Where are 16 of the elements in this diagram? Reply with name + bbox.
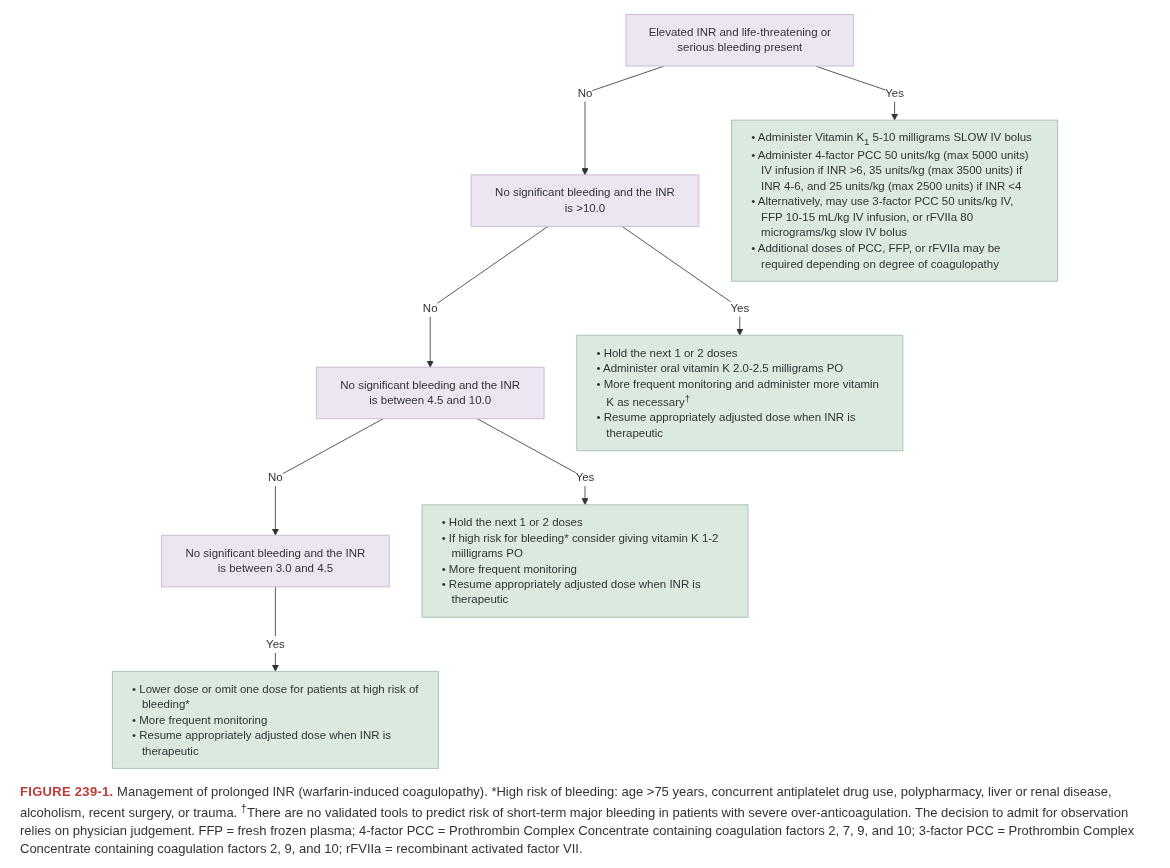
edge-label: Yes xyxy=(266,637,285,651)
edge-label: No xyxy=(422,301,438,315)
node-box: No significant bleeding and the INR is >10.0 xyxy=(470,174,700,227)
node-box: • Lower dose or omit one dose for patients at high risk of bleeding* • More frequent monitoring • Resume appropriately adjusted dose when INR is therapeutic xyxy=(111,670,439,769)
node-box: Elevated INR and life-threatening or serious bleeding present xyxy=(625,14,855,67)
node-box: • Hold the next 1 or 2 doses • Administer oral vitamin K 2.0-2.5 milligrams PO • More frequent monitoring and administer more vitamin K as necessary$^{†}$ • Resume appropriately adjusted dose when INR is therapeutic xyxy=(576,334,904,452)
edge-label: No xyxy=(577,86,593,100)
edge-label: Yes xyxy=(730,301,750,315)
caption: FIGURE 239-1. Management of prolonged INR (warfarin-induced coagulopathy). *High risk of bleeding: age >75 years, concurrent antiplatelet drug use, polypharmacy, liver or renal disease, alcoholism, recent surgery, or trauma. $^{†}$There are no validated tools to predict risk of short-term major bleeding in patients with severe over-anticoagulation. The decision to admit for observation relies on physician judgement. FFP = fresh frozen plasma; 4-factor PCC = Prothrombin Complex Concentrate containing coagulation factors 2, 7, 9, and 10; 3-factor PCC = Prothrombin Complex Concentrate containing coagulation factors 2, 9, and 10; rFVIIa = recombinant activated factor VII. xyxy=(20,782,1136,858)
node-box: • Administer Vitamin K$_{1}$ 5-10 milligrams SLOW IV bolus • Administer 4-factor PCC 50 units/kg (max 5000 units) IV infusion if INR >6, 35 units/kg (max 3500 units) if INR 4-6, and 25 units/kg (max 2500 units) if INR <4 • Alternatively, may use 3-factor PCC 50 units/kg IV, FFP 10-15 mL/kg IV infusion, or rFVIIa 80 micrograms/kg slow IV bolus • Additional doses of PCC, FFP, or rFVIIa may be required depending on degree of coagulopathy xyxy=(731,119,1059,282)
node-box: No significant bleeding and the INR is between 4.5 and 10.0 xyxy=(315,366,545,420)
edge-label: Yes xyxy=(885,86,904,100)
edge-label: No xyxy=(268,470,283,484)
node-box: No significant bleeding and the INR is between 3.0 and 4.5 xyxy=(161,534,390,588)
node-box: • Hold the next 1 or 2 doses • If high risk for bleeding* consider giving vitamin K 1-2 milligrams PO • More frequent monitoring • Resume appropriately adjusted dose when INR is therapeutic xyxy=(421,504,749,618)
edge-label: Yes xyxy=(575,470,595,484)
